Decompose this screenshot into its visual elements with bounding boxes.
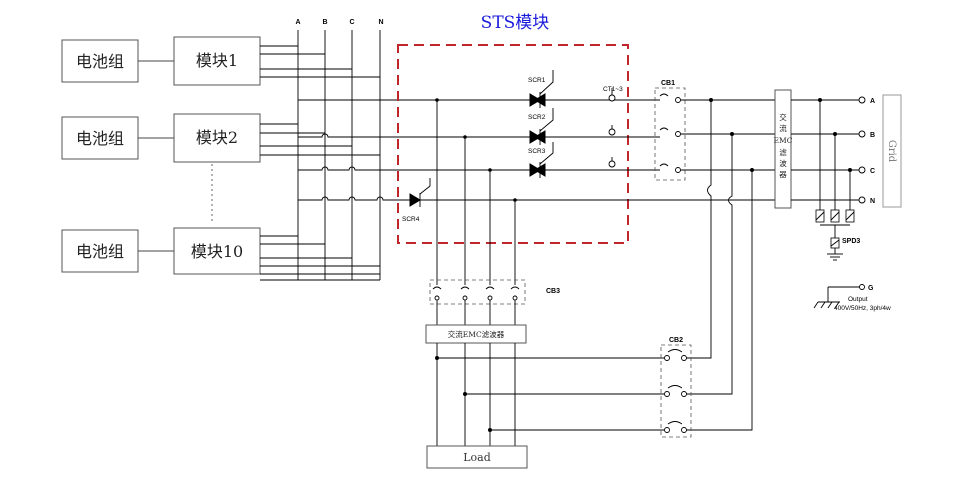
cb1-junctions (709, 98, 754, 172)
grid-label-b: B (870, 132, 875, 139)
load-emc-filter (425, 324, 527, 344)
output-spec: 400V/50Hz, 3ph/4w (834, 305, 891, 312)
svg-text:流: 流 (779, 123, 787, 133)
bus-label-b: B (322, 19, 327, 26)
svg-text:滤: 滤 (779, 147, 787, 157)
load-filter-label: 交流EMC滤波器 (448, 329, 505, 339)
module-2-outputs (260, 123, 380, 156)
svg-text:交: 交 (779, 112, 787, 122)
output-emc-filter (774, 89, 792, 209)
bypass-lines (686, 100, 753, 431)
bus-label-n: N (378, 19, 383, 26)
sts-frame (397, 44, 629, 244)
scr4-label: SCR4 (402, 216, 420, 223)
cb3-contacts (432, 286, 520, 325)
scr4-symbol (409, 178, 431, 207)
module-10-outputs (260, 235, 380, 267)
module-10: 模块10 (173, 227, 261, 275)
spd-taps (815, 98, 855, 261)
output-label: Output (848, 296, 868, 303)
cb2-frame (660, 344, 692, 438)
ct-label: CT1~3 (603, 86, 623, 93)
sts-drop-lines (436, 100, 516, 285)
spd-label: SPD3 (842, 238, 860, 245)
bus-label-c: C (349, 19, 354, 26)
scr2-label: SCR2 (528, 114, 546, 121)
load-box (426, 445, 528, 469)
scr1-label: SCR1 (528, 77, 546, 84)
scr2-symbol (529, 108, 554, 145)
ground-symbol (813, 284, 865, 309)
bus-lines (297, 30, 381, 280)
grid-label: Grid (886, 140, 897, 163)
cb3-frame (429, 279, 526, 305)
cb1-label: CB1 (661, 80, 675, 87)
cb1-contacts (659, 93, 681, 173)
sts-title: STS模块 (481, 13, 550, 33)
output-filter-text: 交 流 EMC 滤 波 器 (774, 112, 793, 179)
svg-text:波: 波 (779, 158, 787, 168)
cb2-contacts (664, 349, 687, 433)
sts-junction-dots (435, 98, 517, 202)
cb3-label: CB3 (546, 288, 560, 295)
module-1: 模块1 (173, 36, 261, 86)
bus-label-a: A (295, 19, 300, 26)
module-label-2: 模块2 (196, 128, 238, 147)
ground-label: G (868, 285, 874, 292)
module-2: 模块2 (173, 113, 261, 163)
module-1-outputs (260, 45, 380, 78)
grid-label-a: A (870, 98, 875, 105)
battery-group-1: 电池组 (61, 39, 139, 83)
cb2-label: CB2 (669, 337, 683, 344)
grid-label-n: N (870, 198, 875, 205)
scr3-label: SCR3 (528, 148, 546, 155)
module-extra-outputs (260, 273, 380, 281)
ct-sensors (608, 88, 616, 168)
svg-text:EMC: EMC (774, 136, 793, 145)
load-feed-lines (436, 343, 516, 446)
sts-phase-lines (398, 99, 780, 201)
grid-label-c: C (870, 168, 875, 175)
cb1-out-lines (681, 99, 775, 171)
grid-terminals (858, 96, 866, 204)
load-label: Load (463, 451, 491, 464)
scr1-symbol (529, 70, 554, 108)
scr3-symbol (529, 142, 554, 178)
bus-taps (298, 99, 490, 201)
battery-label-2: 电池组 (76, 129, 124, 148)
battery-group-3: 电池组 (61, 229, 139, 273)
battery-label-1: 电池组 (76, 52, 124, 71)
module-label-3: 模块10 (191, 242, 243, 261)
svg-text:器: 器 (779, 170, 787, 179)
module-label-1: 模块1 (196, 51, 238, 70)
battery-label-3: 电池组 (76, 242, 124, 261)
cb1-frame (654, 87, 686, 181)
grid-box (882, 94, 902, 208)
cb2-bypass-lines (435, 356, 664, 432)
battery-group-2: 电池组 (61, 116, 139, 160)
